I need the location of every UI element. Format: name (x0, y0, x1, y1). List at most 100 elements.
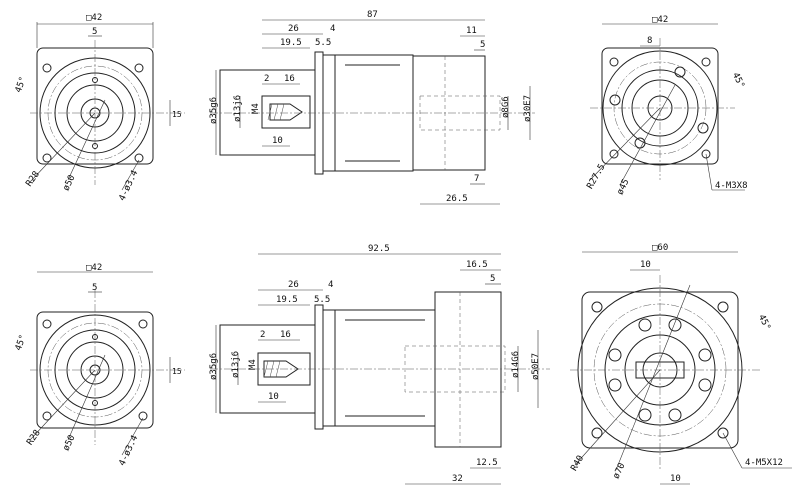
dim-26-label: 26 (288, 24, 299, 34)
mount-hole (42, 411, 52, 421)
height-dim-label: 15 (172, 110, 182, 119)
flange-dia-label: ø30E7 (523, 95, 533, 122)
dim-2-label: 2 (264, 74, 269, 84)
tap-hole (638, 318, 652, 332)
dim-10-label: 10 (272, 136, 283, 146)
mount-hole (717, 427, 729, 439)
bore-label: ø8G6 (501, 96, 511, 118)
angle-dim-label: 45° (14, 333, 29, 352)
hub-dia-label: ø13j6 (233, 95, 243, 122)
bottom-side-view: 92.5 26 4 19.5 5.5 2 16 10 ø35g6 ø13j6 M… (209, 244, 550, 485)
diameter-label: ø45 (616, 178, 632, 197)
radius-label: R28 (25, 428, 43, 447)
diameter-label: ø50 (62, 174, 78, 193)
pitch-dim-label: 8 (647, 36, 652, 46)
leader-line (574, 369, 661, 466)
dim-19-label: 19.5 (280, 38, 302, 48)
holes-label: 4-M5X12 (745, 458, 783, 468)
dim-265-label: 26.5 (446, 194, 468, 204)
dim-55-label: 5.5 (314, 295, 330, 305)
mount-hole (138, 411, 148, 421)
thread-label: M4 (251, 103, 261, 114)
dim-4-label: 4 (330, 24, 335, 34)
top-left-flange-view: □42 5 45° 15 R28 ø50 4-ø3.4 (14, 13, 185, 203)
mount-hole (134, 63, 144, 73)
dim-5-label: 5 (480, 40, 485, 50)
angle-dim-label: 45° (14, 75, 29, 94)
pitch-dim-label: 10 (640, 260, 651, 270)
radius-label: R27.5 (585, 163, 607, 191)
holes-label: 4-ø3.4 (118, 434, 141, 468)
tap-hole (638, 408, 652, 422)
dim-19-label: 19.5 (276, 295, 298, 305)
holes-label: 4-ø3.4 (118, 169, 141, 203)
angle-dim-label: 45° (756, 313, 772, 332)
flange-dia-label: ø50E7 (531, 353, 541, 380)
square-dim-label: □60 (652, 243, 668, 253)
dim-10-label: 10 (268, 392, 279, 402)
mount-hole (609, 57, 619, 67)
shaft-dia-label: ø35g6 (209, 353, 219, 380)
dim-16-label: 16 (284, 74, 295, 84)
dim-10b-label: 10 (670, 474, 681, 484)
small-hole (92, 77, 98, 83)
small-hole (92, 400, 98, 406)
output-shaft (261, 95, 311, 129)
leader-line (619, 84, 676, 186)
square-dim-label: □42 (652, 15, 668, 25)
dim-5-label: 5 (490, 274, 495, 284)
bottom-right-flange-view: □60 10 45° R40 ø70 4-M5X12 10 (569, 243, 792, 485)
square-dim-label: □42 (86, 13, 102, 23)
input-flange (434, 291, 502, 448)
hatch (279, 103, 285, 121)
pitch-dim-label: 5 (92, 283, 97, 293)
tap-hole (698, 348, 712, 362)
mount-hole (134, 153, 144, 163)
small-hole (92, 143, 98, 149)
leader-line (67, 354, 106, 441)
diameter-label: ø50 (62, 434, 78, 453)
dim-4-label: 4 (328, 280, 333, 290)
hatch (273, 103, 279, 121)
dim-55-label: 5.5 (315, 38, 331, 48)
overall-length-label: 87 (367, 10, 378, 20)
dim-11-label: 11 (466, 26, 477, 36)
overall-length-label: 92.5 (368, 244, 390, 254)
mount-hole (609, 149, 619, 159)
pitch-dim-label: 5 (92, 27, 97, 37)
leader-line (121, 159, 140, 191)
height-dim-label: 15 (172, 367, 182, 376)
dim-2-label: 2 (260, 330, 265, 340)
tap-hole (608, 348, 622, 362)
mount-hole (591, 301, 603, 313)
square-dim-label: □42 (86, 263, 102, 273)
leader-line (615, 284, 691, 471)
dim-165-label: 16.5 (466, 260, 488, 270)
tap-hole (697, 122, 709, 134)
top-side-view: 87 26 4 19.5 5.5 2 16 10 ø35g6 ø13j6 M4 … (209, 10, 535, 205)
small-hole (92, 334, 98, 340)
tap-hole (608, 378, 622, 392)
tap-hole (674, 66, 686, 78)
shaft-key (263, 360, 299, 378)
mount-hole (701, 57, 711, 67)
flange-plate (314, 304, 324, 430)
mount-hole (42, 319, 52, 329)
leader-line (67, 99, 106, 181)
holes-label: 4-M3X8 (715, 181, 748, 191)
mount-hole (591, 427, 603, 439)
leader-line (722, 432, 743, 469)
mount-hole (717, 301, 729, 313)
diameter-label: ø70 (612, 462, 628, 481)
hatch (267, 103, 273, 121)
dim-26-label: 26 (288, 280, 299, 290)
angle-dim-label: 45° (730, 71, 746, 90)
tap-hole (609, 94, 621, 106)
leader-line (29, 112, 96, 183)
leader-line (705, 153, 713, 191)
leader-line (589, 107, 661, 181)
radius-label: R40 (569, 454, 586, 473)
dim-125-label: 12.5 (476, 458, 498, 468)
hub-dia-label: ø13j6 (231, 351, 241, 378)
